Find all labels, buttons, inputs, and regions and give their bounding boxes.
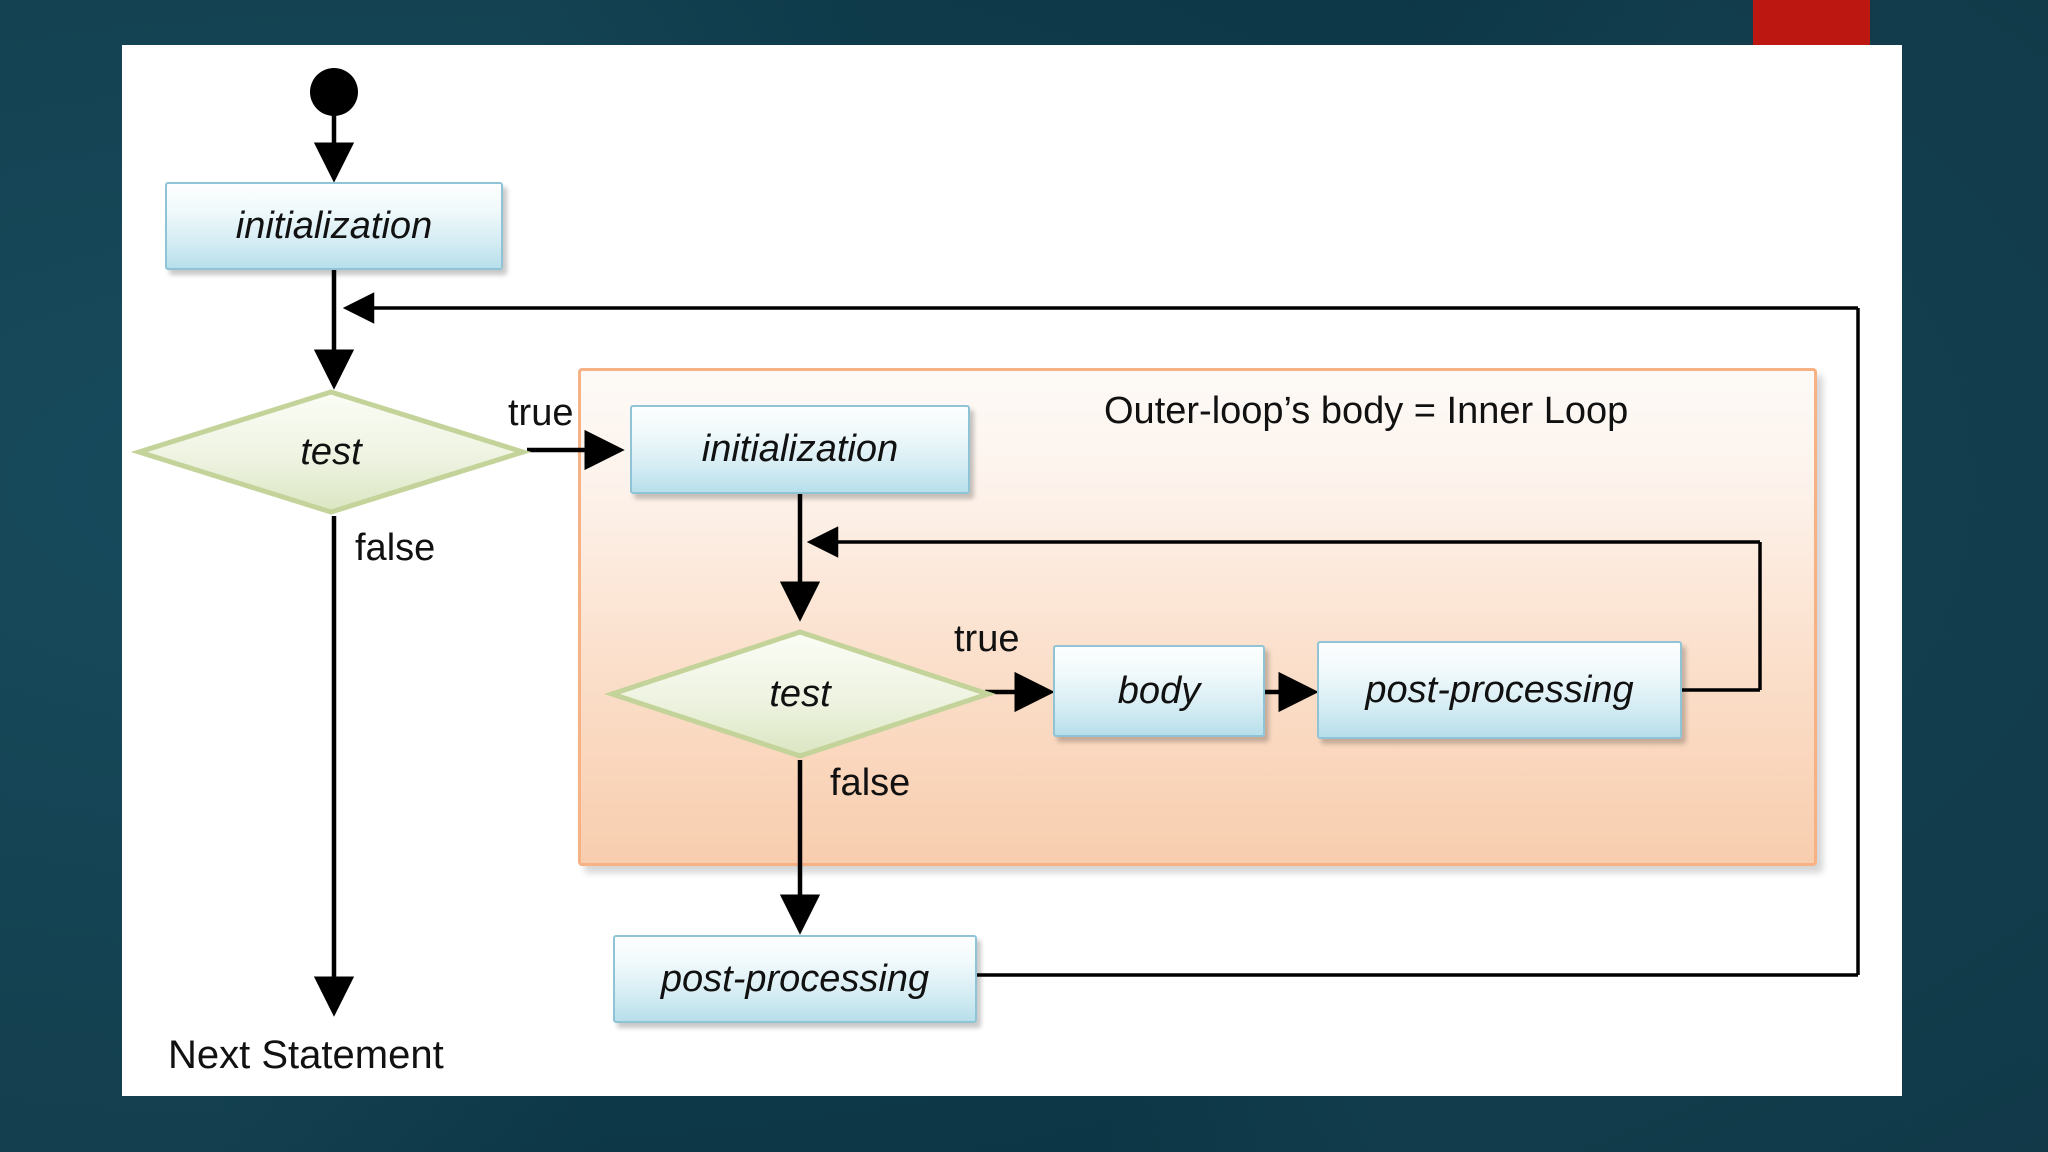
edge-label-outer-false: false [355, 527, 436, 569]
node-outer-initialization[interactable]: initialization [165, 182, 503, 270]
node-inner-test-label: test [769, 672, 831, 715]
inner-loop-group-caption: Outer-loop’s body = Inner Loop [1104, 390, 1629, 432]
edge-label-inner-false: false [830, 762, 911, 804]
node-inner-body-label: body [1117, 669, 1201, 712]
node-inner-post-processing[interactable]: post-processing [1317, 641, 1682, 739]
node-outer-post-processing[interactable]: post-processing [613, 935, 977, 1023]
edge-label-inner-true: true [954, 618, 1020, 660]
node-outer-post-processing-label: post-processing [660, 957, 930, 1000]
edge-label-outer-true: true [508, 392, 574, 434]
node-inner-post-processing-label: post-processing [1365, 668, 1634, 711]
node-outer-test-label: test [300, 430, 362, 473]
node-outer-test[interactable]: test [130, 388, 532, 516]
node-outer-initialization-label: initialization [235, 204, 433, 247]
node-inner-test[interactable]: test [604, 628, 996, 760]
start-node [310, 68, 358, 116]
red-accent-tab [1753, 0, 1870, 45]
node-inner-initialization[interactable]: initialization [630, 405, 970, 494]
node-inner-body[interactable]: body [1053, 645, 1265, 737]
node-next-statement: Next Statement [168, 1033, 444, 1077]
node-inner-initialization-label: initialization [701, 428, 899, 470]
